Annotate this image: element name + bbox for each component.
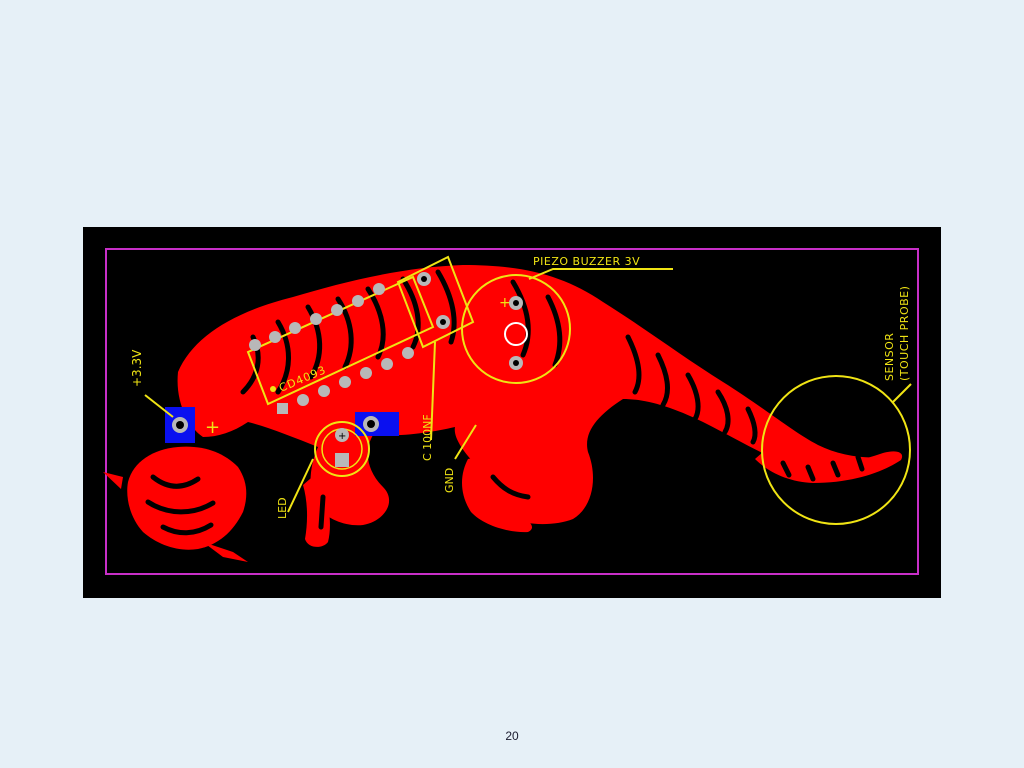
buzzer-outline	[461, 274, 571, 384]
capacitor-outline	[396, 255, 475, 349]
ic-pins-top	[249, 283, 385, 351]
capacitor-label: C 100NF	[421, 414, 434, 461]
slide-page-number: 20	[505, 729, 519, 743]
led-pad-anode	[335, 428, 349, 442]
led-label: LED	[276, 497, 289, 519]
ic-pins-bottom	[277, 347, 414, 414]
power-pad-hole	[176, 421, 184, 429]
buzzer-label: PIEZO BUZZER 3V	[533, 255, 640, 268]
pcb-board: +3.3V + CD4093	[83, 227, 941, 598]
led-anode-label: +	[338, 431, 346, 442]
ground-label-group: GND	[443, 424, 477, 493]
sensor-label-line2: (TOUCH PROBE)	[898, 286, 911, 381]
sensor-label-line1: SENSOR	[883, 333, 896, 381]
tiger-artwork	[103, 265, 903, 562]
buzzer-footprint: + PIEZO BUZZER 3V	[461, 255, 673, 384]
led-outline	[314, 421, 370, 477]
ic-footprint: CD4093	[246, 275, 435, 414]
board-outline	[105, 248, 919, 575]
ic-pin1-dot	[270, 386, 276, 392]
led-footprint: + LED	[276, 412, 399, 519]
power-plus-label: +	[205, 417, 220, 438]
led-pad-cathode	[335, 453, 349, 467]
ground-label: GND	[443, 468, 456, 493]
sensor-footprint: SENSOR (TOUCH PROBE)	[761, 286, 912, 525]
capacitor-footprint: C 100NF	[396, 255, 475, 461]
power-label: +3.3V	[130, 349, 144, 387]
power-connector: +3.3V +	[130, 349, 220, 443]
buzzer-plus-label: +	[499, 295, 511, 311]
sensor-outline	[761, 375, 911, 525]
